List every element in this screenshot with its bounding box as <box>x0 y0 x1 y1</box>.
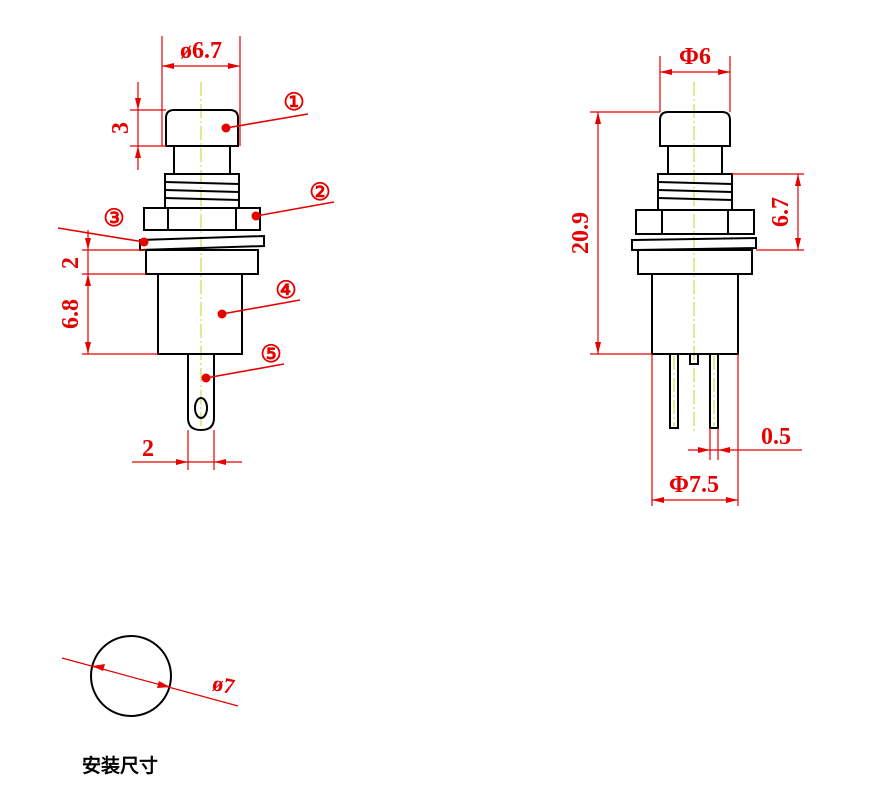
right-view: Φ6 20.9 6.7 0.5 Φ7.5 <box>568 44 804 506</box>
right-base-diameter-label: Φ7.5 <box>669 472 719 498</box>
mounting-caption: 安装尺寸 <box>82 754 158 777</box>
left-hex-nut <box>143 207 261 231</box>
right-cap-diameter-label: Φ6 <box>679 44 711 70</box>
right-flange <box>637 249 753 275</box>
left-view: ø6.7 3 2 6.8 2 ① ② <box>57 36 335 470</box>
right-pin-thickness-label: 0.5 <box>761 424 791 450</box>
mounting-hole-circle <box>90 635 172 717</box>
left-cap-diameter-label: ø6.7 <box>180 38 222 64</box>
left-terminal-hole <box>194 397 208 419</box>
left-washer-thickness-label: 2 <box>58 257 84 269</box>
callout-2: ② <box>309 177 331 206</box>
right-lock-washer <box>631 236 757 252</box>
callout-4: ④ <box>275 275 297 304</box>
right-center-stub <box>689 353 699 365</box>
right-cap <box>659 111 731 147</box>
mounting-hole: ø7 安装尺寸 <box>61 635 239 777</box>
right-pin-left <box>669 353 679 429</box>
left-body-height-label: 6.8 <box>58 299 84 329</box>
right-body <box>651 273 739 355</box>
left-cap-height-label: 3 <box>108 122 134 134</box>
callout-5: ⑤ <box>260 339 282 368</box>
left-lock-washer <box>139 234 265 252</box>
right-pin-right <box>709 353 719 429</box>
left-cap <box>165 109 239 147</box>
callout-3: ③ <box>103 203 125 232</box>
left-neck <box>173 145 231 175</box>
left-body <box>157 273 243 355</box>
right-overall-height-label: 20.9 <box>568 212 594 254</box>
right-hex-nut <box>635 209 755 235</box>
right-thread-length-label: 6.7 <box>768 197 794 227</box>
left-terminal <box>187 354 215 432</box>
left-terminal-width-label: 2 <box>142 436 154 462</box>
left-thread-lines <box>164 181 240 201</box>
right-neck <box>667 145 723 175</box>
mounting-hole-diameter-label: ø7 <box>210 670 237 699</box>
right-thread-lines <box>657 181 733 201</box>
callout-1: ① <box>283 87 305 116</box>
left-flange <box>145 249 259 275</box>
